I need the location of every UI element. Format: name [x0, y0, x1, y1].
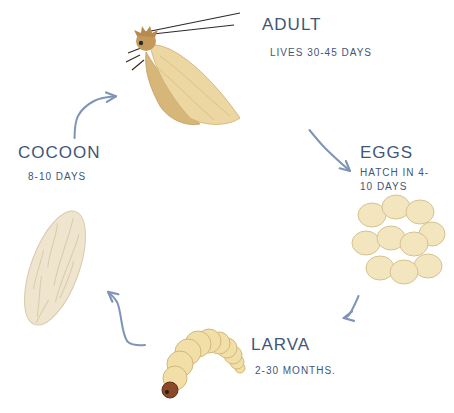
stage-duration: 2-30 MONTHS. [255, 364, 336, 378]
moth-figure-part [126, 55, 140, 62]
egg-cluster [352, 195, 445, 284]
moth-figure-part [156, 66, 214, 120]
moth-figure-part [160, 56, 230, 116]
cocoon-figure [12, 203, 98, 332]
stage-duration: LIVES 30-45 DAYS [270, 46, 372, 60]
moth-figure-part [153, 25, 234, 34]
moth-figure [126, 13, 240, 125]
egg-cluster-part [390, 260, 418, 284]
egg-cluster-part [366, 256, 394, 280]
cocoon-figure-part [12, 203, 98, 332]
stage-node: LARVA 2-30 MONTHS. [145, 318, 345, 408]
egg-cluster-part [406, 200, 434, 224]
moth-figure-part [132, 60, 144, 70]
moth-figure-part [150, 45, 240, 125]
stage-duration: 8-10 DAYS [28, 170, 86, 184]
stage-duration: HATCH IN 4-10 DAYS [360, 166, 432, 194]
larva-figure-part [165, 390, 169, 394]
stage-name: ADULT [262, 14, 321, 35]
moth-figure-part [128, 48, 141, 53]
stage-name: EGGS [360, 142, 413, 163]
larva-figure [162, 329, 245, 398]
egg-cluster-part [400, 232, 428, 256]
moth-figure-part [139, 41, 143, 45]
moth-figure-part [134, 26, 158, 37]
cycle-arrow [309, 130, 350, 171]
stage-node: ADULT LIVES 30-45 DAYS [116, 4, 394, 130]
larva-figure-part [162, 382, 178, 398]
cycle-arrow [108, 292, 145, 345]
egg-cluster-part [382, 195, 410, 219]
stage-name: LARVA [251, 334, 310, 355]
cycle-arrow [344, 296, 359, 318]
stage-node: COCOON 8-10 DAYS [10, 138, 108, 336]
connector-group [75, 96, 359, 345]
stage-node: EGGS HATCH IN 4-10 DAYS [350, 138, 450, 296]
moth-figure-part [151, 13, 240, 31]
egg-cluster-part [352, 231, 380, 255]
cycle-arrow [75, 96, 116, 138]
cocoon-figure-part [19, 212, 88, 328]
stage-name: COCOON [18, 142, 101, 163]
